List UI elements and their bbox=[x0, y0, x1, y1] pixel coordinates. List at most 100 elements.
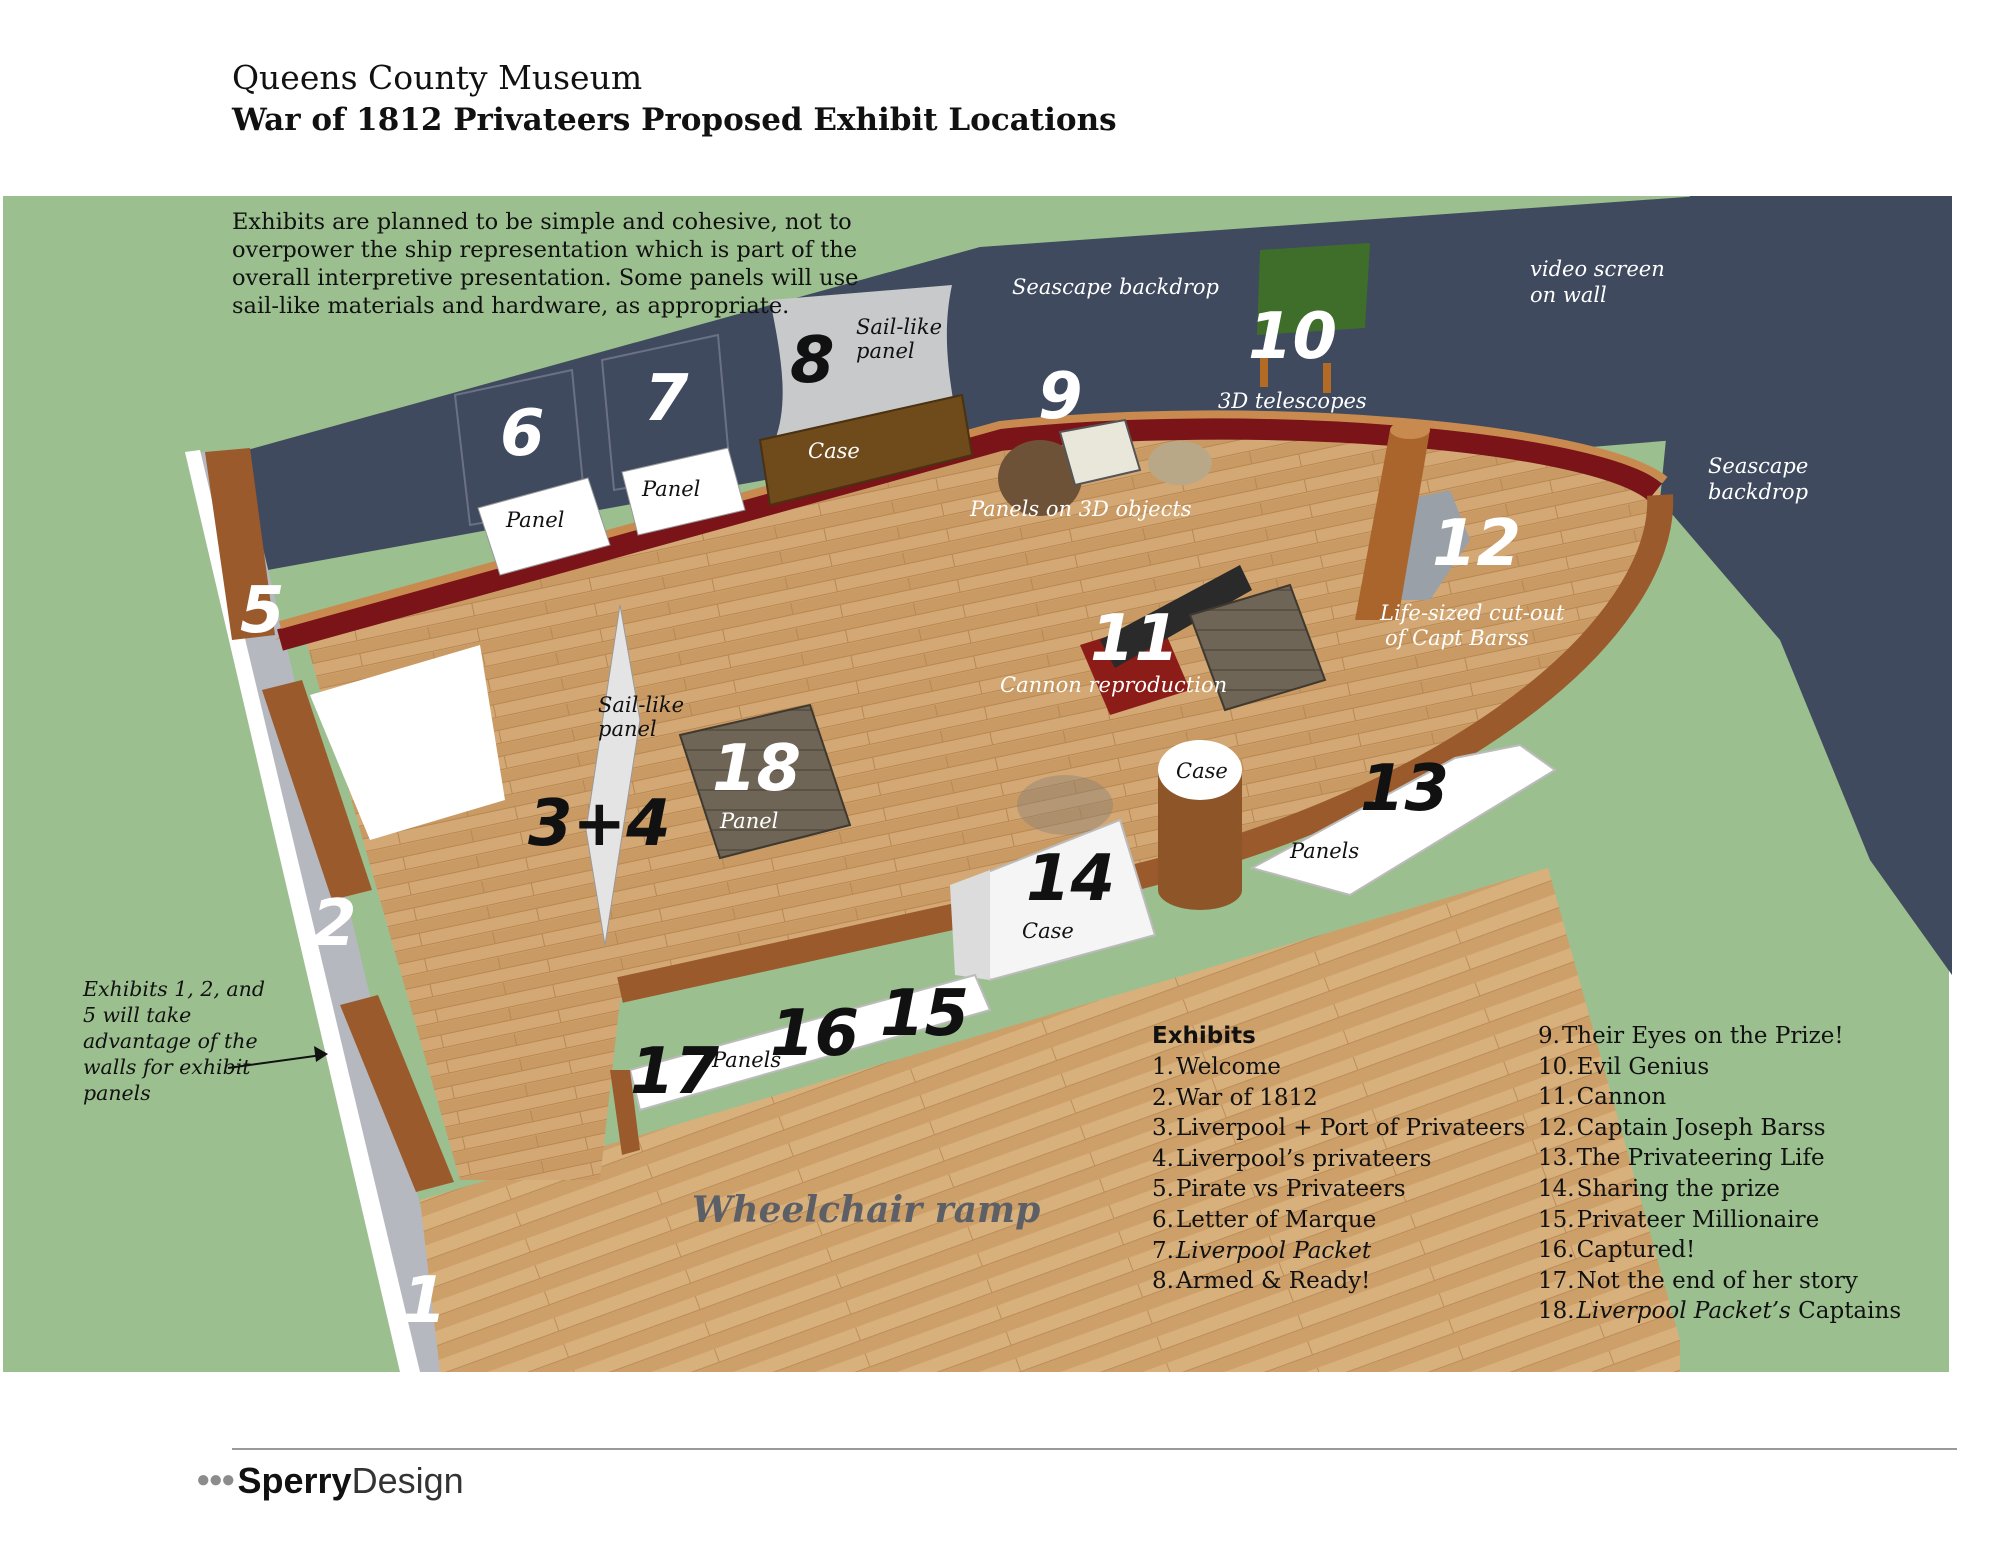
legend-item: 9.Their Eyes on the Prize! bbox=[1538, 1021, 1901, 1052]
legend-item-text: Liverpool Packet bbox=[1175, 1237, 1372, 1264]
hull-rail-top bbox=[278, 410, 1668, 629]
panels-13 bbox=[1249, 743, 1557, 897]
legend-item-text: Evil Genius bbox=[1576, 1053, 1710, 1080]
number-8: 8 bbox=[790, 324, 835, 398]
crate-9 bbox=[1058, 418, 1142, 487]
legend-item: 8.Armed & Ready! bbox=[1152, 1266, 1525, 1297]
label-cutout-1: Life-sized cut-out bbox=[1379, 601, 1565, 625]
legend-item-text: The Privateering Life bbox=[1576, 1145, 1825, 1172]
label-ramp: Wheelchair ramp bbox=[692, 1189, 1040, 1231]
number-16: 16 bbox=[770, 997, 859, 1071]
label-case-14: Case bbox=[1022, 919, 1074, 943]
label-seascape-right-2: backdrop bbox=[1708, 480, 1808, 504]
round-case-top bbox=[1158, 740, 1242, 800]
legend-item: 15.Privateer Millionaire bbox=[1538, 1205, 1901, 1236]
label-cannon: Cannon reproduction bbox=[1000, 673, 1227, 697]
wall-panel-5 bbox=[205, 448, 275, 640]
mast bbox=[1355, 430, 1430, 620]
museum-name: Queens County Museum bbox=[232, 58, 643, 97]
page-title: War of 1812 Privateers Proposed Exhibit … bbox=[232, 102, 1117, 138]
legend-item: 7.Liverpool Packet bbox=[1152, 1236, 1525, 1267]
legend-item-text: Liverpool’s privateers bbox=[1175, 1145, 1432, 1172]
legend-item: 10.Evil Genius bbox=[1538, 1052, 1901, 1083]
left-wall-top bbox=[185, 450, 420, 1372]
number-7: 7 bbox=[644, 362, 689, 436]
number-14: 14 bbox=[1026, 842, 1115, 916]
legend-item-text: Welcome bbox=[1175, 1054, 1281, 1080]
label-video-screen-1: video screen bbox=[1530, 257, 1665, 281]
legend-item-text: Privateer Millionaire bbox=[1576, 1206, 1820, 1233]
legend-item-italic: Liverpool Packet’s bbox=[1576, 1298, 1799, 1325]
number-9: 9 bbox=[1038, 360, 1083, 434]
number-34: 3+4 bbox=[528, 787, 671, 861]
legend-item-text: Armed & Ready! bbox=[1175, 1268, 1371, 1295]
legend-item: 1.Welcome bbox=[1152, 1052, 1525, 1083]
legend-item-number: 12. bbox=[1538, 1114, 1575, 1141]
label-case-8: Case bbox=[808, 439, 860, 463]
side-note-arrow bbox=[227, 1054, 323, 1069]
label-telescopes: 3D telescopes bbox=[1218, 389, 1367, 413]
legend-item-text: Letter of Marque bbox=[1175, 1206, 1377, 1233]
legend-item-number: 7. bbox=[1152, 1237, 1174, 1264]
label-case-round: Case bbox=[1176, 759, 1228, 783]
legend-item: 4.Liverpool’s privateers bbox=[1152, 1144, 1525, 1175]
side-note-arrowhead bbox=[314, 1046, 328, 1062]
round-case-body bbox=[1158, 770, 1242, 910]
wall-panel-1 bbox=[340, 995, 454, 1192]
cannon-barrel bbox=[1100, 565, 1252, 668]
legend-item-number: 11. bbox=[1538, 1084, 1575, 1111]
legend-item-number: 17. bbox=[1538, 1267, 1575, 1294]
legend-title: Exhibits bbox=[1152, 1023, 1256, 1049]
label-panels-17: Panels bbox=[711, 1048, 781, 1072]
wall-panel-2-surface bbox=[310, 645, 505, 840]
label-panel-18: Panel bbox=[719, 809, 778, 833]
crate-11 bbox=[1188, 583, 1327, 712]
round-case bbox=[1017, 775, 1113, 835]
legend-item: 13.The Privateering Life bbox=[1538, 1143, 1901, 1174]
label-panels-3d: Panels on 3D objects bbox=[969, 497, 1192, 521]
video-screen-10 bbox=[1257, 243, 1370, 335]
legend-item-number: 18. bbox=[1538, 1298, 1575, 1325]
legend-item-number: 6. bbox=[1152, 1206, 1174, 1233]
number-6: 6 bbox=[500, 397, 545, 471]
number-1: 1 bbox=[402, 1264, 447, 1338]
label-video-screen-2: on wall bbox=[1530, 283, 1607, 307]
number-10: 10 bbox=[1248, 300, 1337, 374]
legend-item: 6.Letter of Marque bbox=[1152, 1205, 1525, 1236]
legend-item-text: Their Eyes on the Prize! bbox=[1561, 1023, 1844, 1049]
label-panel-7: Panel bbox=[641, 477, 700, 501]
wall-panel-2 bbox=[262, 680, 372, 900]
legend-item-number: 3. bbox=[1152, 1115, 1174, 1142]
number-15: 15 bbox=[880, 977, 969, 1051]
right-wall bbox=[1660, 196, 1952, 975]
sperry-design-logo: ●●●SperryDesign bbox=[196, 1460, 464, 1501]
footer-divider bbox=[232, 1448, 1957, 1450]
legend-item-text: Sharing the prize bbox=[1576, 1175, 1780, 1202]
legend-item: 3.Liverpool + Port of Privateers bbox=[1152, 1113, 1525, 1144]
label-sail-8-1: Sail-like bbox=[856, 315, 942, 339]
legend-item: 14.Sharing the prize bbox=[1538, 1174, 1901, 1205]
number-12: 12 bbox=[1432, 507, 1521, 581]
legend-item-number: 8. bbox=[1152, 1268, 1174, 1295]
label-sail-8-2: panel bbox=[856, 339, 915, 363]
legend-item-number: 9. bbox=[1538, 1023, 1560, 1049]
legend-item: 17.Not the end of her story bbox=[1538, 1266, 1901, 1297]
legend-item-number: 13. bbox=[1538, 1145, 1575, 1172]
panel-7 bbox=[621, 447, 746, 536]
label-cutout-2: of Capt Barss bbox=[1385, 626, 1529, 650]
panel-6 bbox=[477, 477, 611, 576]
number-5: 5 bbox=[240, 574, 285, 648]
legend-item: 16.Captured! bbox=[1538, 1235, 1901, 1266]
legend-item: 11.Cannon bbox=[1538, 1082, 1901, 1113]
wheelchair-ramp bbox=[420, 868, 1680, 1372]
legend-item-number: 10. bbox=[1538, 1053, 1575, 1080]
legend-item-number: 2. bbox=[1152, 1084, 1174, 1111]
table-18 bbox=[678, 703, 852, 860]
telescope-10a bbox=[1260, 357, 1268, 387]
number-17: 17 bbox=[630, 1035, 720, 1109]
legend-item-text: Not the end of her story bbox=[1576, 1267, 1858, 1294]
panels-15-17 bbox=[628, 973, 992, 1112]
legend-item-number: 5. bbox=[1152, 1176, 1174, 1203]
legend-item-number: 15. bbox=[1538, 1206, 1575, 1233]
